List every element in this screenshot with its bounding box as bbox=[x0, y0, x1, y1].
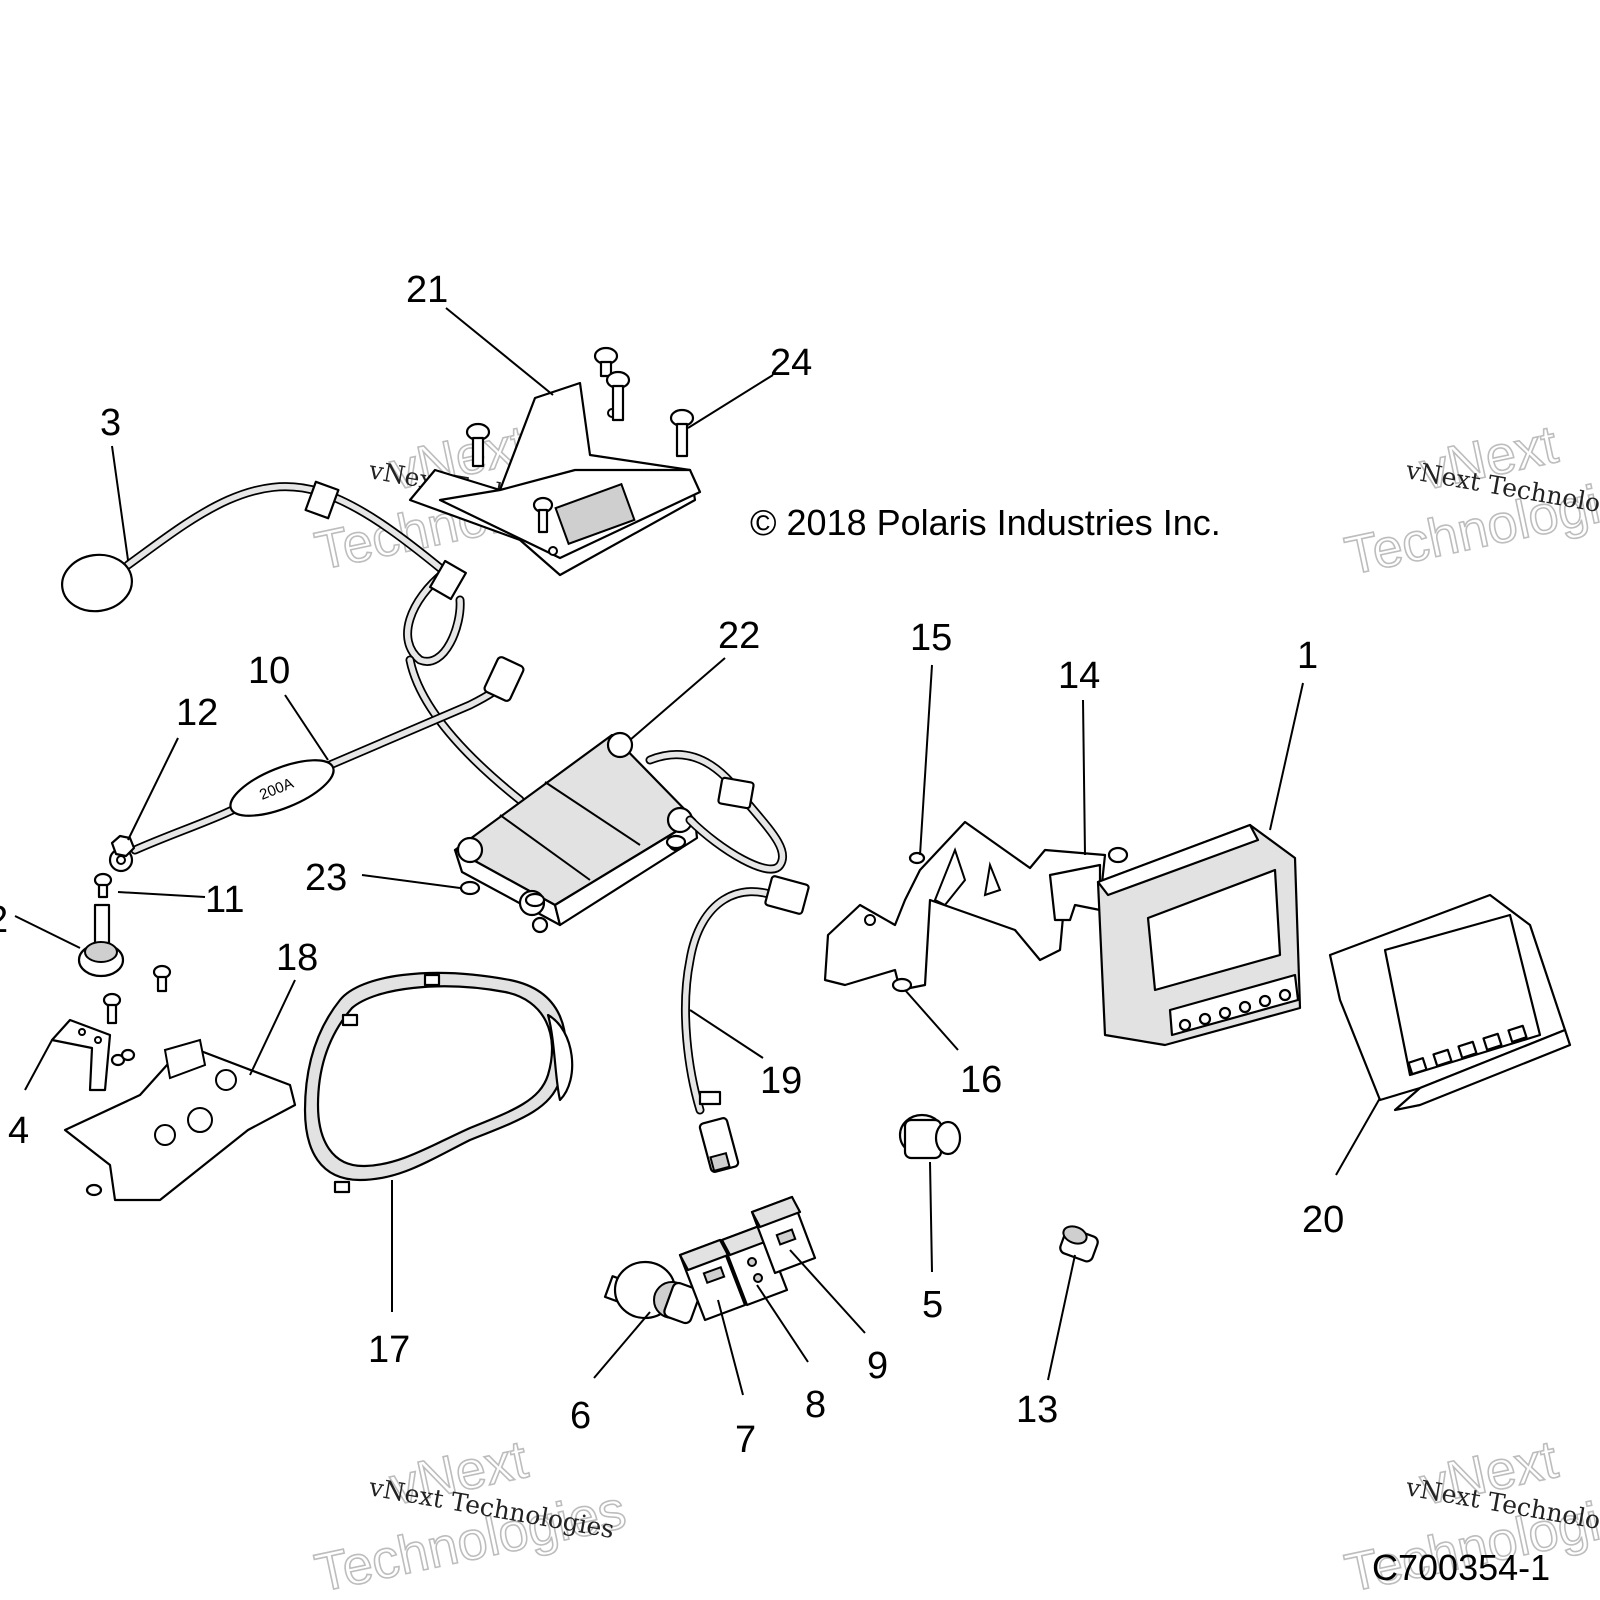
part-15-screw bbox=[908, 851, 926, 865]
bolt-icon bbox=[669, 408, 695, 458]
part-18-instrument-bracket bbox=[63, 964, 297, 1202]
drawing-code: C700354-1 bbox=[1372, 1547, 1550, 1588]
leader-24 bbox=[687, 374, 774, 429]
leader-23 bbox=[361, 874, 461, 889]
leader-lines bbox=[14, 307, 1381, 1396]
callout-23: 23 bbox=[305, 857, 347, 899]
callout-2: 2 bbox=[0, 899, 8, 941]
part-7-rocker-switch bbox=[678, 1238, 747, 1322]
display-button-icon bbox=[1178, 1018, 1192, 1032]
callout-16: 16 bbox=[960, 1059, 1002, 1101]
bolt-icon bbox=[605, 370, 631, 422]
callout-3: 3 bbox=[100, 402, 121, 444]
leader-8 bbox=[756, 1284, 809, 1363]
leader-12 bbox=[127, 737, 179, 841]
callout-13: 13 bbox=[1016, 1389, 1058, 1431]
leader-15 bbox=[919, 664, 933, 856]
callout-10: 10 bbox=[248, 650, 290, 692]
watermark-group-bottom-left: vNext Technologies vNext Technologies bbox=[309, 1429, 631, 1600]
leader-7 bbox=[717, 1299, 744, 1396]
display-button-icon bbox=[1198, 1012, 1212, 1026]
callout-9: 9 bbox=[867, 1345, 888, 1387]
leader-18 bbox=[249, 979, 296, 1076]
callout-14: 14 bbox=[1058, 655, 1100, 697]
leader-11 bbox=[117, 891, 206, 898]
leader-1 bbox=[1269, 682, 1304, 831]
callout-1: 1 bbox=[1297, 635, 1318, 677]
display-button-icon bbox=[1218, 1006, 1232, 1020]
copyright-notice: © 2018 Polaris Industries Inc. bbox=[750, 502, 1221, 543]
part-4-small-bracket bbox=[50, 1018, 112, 1092]
callout-8: 8 bbox=[805, 1384, 826, 1426]
leader-19 bbox=[689, 1009, 764, 1059]
part-3-antenna bbox=[61, 480, 525, 805]
callout-numbers: 1 2 3 4 5 6 7 8 9 10 11 12 13 14 15 16 1… bbox=[0, 269, 1344, 1461]
leader-4 bbox=[24, 1039, 53, 1091]
display-button-icon bbox=[1278, 988, 1292, 1002]
callout-15: 15 bbox=[910, 617, 952, 659]
callout-7: 7 bbox=[735, 1419, 756, 1461]
callout-17: 17 bbox=[368, 1329, 410, 1371]
part-19-harness bbox=[680, 875, 810, 1173]
part-8-rocker-switch bbox=[720, 1223, 789, 1307]
part-10-fused-cable: 200A bbox=[108, 656, 525, 873]
part-22-control-module bbox=[453, 731, 788, 934]
callout-22: 22 bbox=[718, 615, 760, 657]
callout-11: 11 bbox=[205, 879, 244, 921]
leader-22 bbox=[629, 657, 726, 741]
leader-9 bbox=[789, 1249, 866, 1334]
bolt-icon bbox=[465, 422, 491, 468]
part-23-grommets bbox=[459, 834, 687, 908]
part-16-screw bbox=[891, 846, 1129, 993]
part-11-screw bbox=[93, 872, 113, 899]
leader-21 bbox=[445, 307, 554, 396]
leader-10 bbox=[284, 694, 329, 761]
part-6-ignition-switch bbox=[603, 1260, 701, 1325]
part-2-terminal-post bbox=[77, 903, 125, 978]
callout-20: 20 bbox=[1302, 1199, 1344, 1241]
part-13-cap bbox=[1059, 1225, 1099, 1263]
display-button-icon bbox=[1258, 994, 1272, 1008]
display-button-icon bbox=[1238, 1000, 1252, 1014]
callout-4: 4 bbox=[8, 1110, 29, 1152]
leader-6 bbox=[593, 1311, 651, 1379]
leader-14 bbox=[1082, 699, 1086, 856]
part-5-power-socket bbox=[898, 1113, 962, 1160]
part-24-bolts bbox=[465, 346, 695, 534]
leader-3 bbox=[111, 445, 129, 561]
part-21-bracket bbox=[408, 381, 702, 577]
bolt-icon bbox=[593, 346, 619, 378]
part-1-display bbox=[1096, 823, 1302, 1047]
callout-12: 12 bbox=[176, 692, 218, 734]
leader-16 bbox=[904, 989, 959, 1051]
part-14-display-bracket bbox=[823, 820, 1107, 992]
part-9-rocker-switch bbox=[750, 1195, 817, 1275]
part-12-nut bbox=[110, 834, 136, 858]
callout-18: 18 bbox=[276, 937, 318, 979]
callout-19: 19 bbox=[760, 1060, 802, 1102]
watermark-group-top-right: vNext Technologies vNext Technologies bbox=[1339, 414, 1600, 588]
callout-21: 21 bbox=[406, 269, 448, 311]
callout-24: 24 bbox=[770, 342, 812, 384]
leader-20 bbox=[1335, 1097, 1381, 1176]
part-20-display-frame bbox=[1328, 893, 1572, 1112]
bolt-icon bbox=[532, 496, 554, 534]
callout-6: 6 bbox=[570, 1395, 591, 1437]
leader-2 bbox=[14, 915, 81, 949]
part-17-instrument-cluster bbox=[303, 971, 574, 1194]
leader-13 bbox=[1047, 1254, 1076, 1381]
callout-5: 5 bbox=[922, 1284, 943, 1326]
leader-5 bbox=[929, 1161, 933, 1273]
